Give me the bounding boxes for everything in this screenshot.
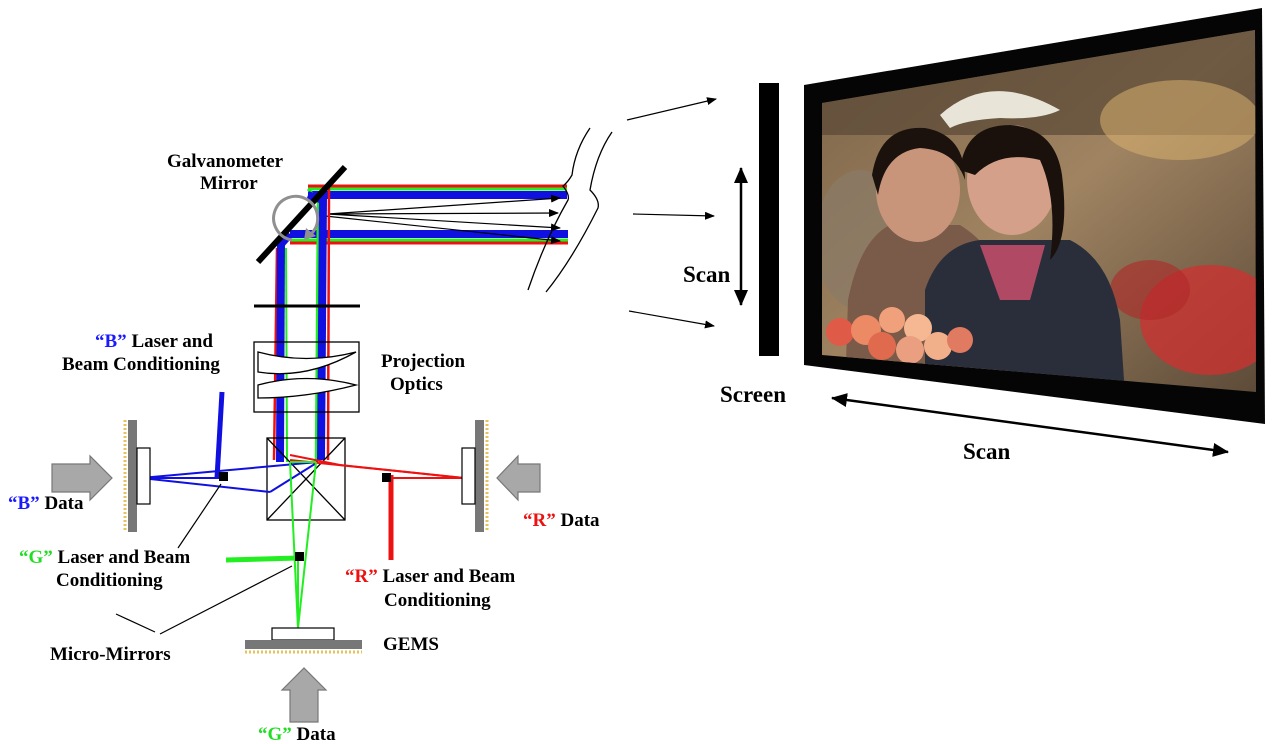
combiner-cube [267,438,345,520]
b-laser-beam [217,392,222,478]
b-data-label: “B” Data [8,493,84,514]
beam-vertical-left [274,240,287,462]
projection-screen [804,8,1272,424]
r-data-label: “R” Data [523,510,600,531]
gems-label: GEMS [383,634,439,655]
projection-optics-label-line1: Projection [381,351,465,372]
g-gems-device [245,628,362,652]
beam-break-marks [528,128,612,292]
beam-bundle-upper [308,186,567,195]
galvanometer-label-line2: Mirror [200,173,258,194]
data-arrow-icon [497,456,540,500]
g-laser-beam [226,558,298,560]
g-beam-fan [290,462,316,628]
beam-vertical-right [316,188,329,462]
screen-side-bar [759,83,779,356]
b-laser-label-line2: Beam Conditioning [62,354,220,375]
r-laser-label-line2: Conditioning [384,590,491,611]
screen-ray-top [627,99,716,120]
r-gems-device [462,420,487,532]
b-laser-label-line1: “B” Laser and [95,331,213,352]
screen-ray-mid [633,214,714,216]
g-micro-mirror [295,552,304,561]
screen-ray-bottom [629,311,714,326]
g-laser-label-line2: Conditioning [56,570,163,591]
projection-optics [254,342,359,412]
g-data-label: “G” Data [258,724,336,744]
projection-optics-label-line2: Optics [390,374,443,395]
r-micro-mirror [382,473,391,482]
b-micro-mirror [219,472,228,481]
g-laser-label-line1: “G” Laser and Beam [19,547,190,568]
micro-mirrors-label: Micro-Mirrors [50,644,171,665]
r-laser-label-line1: “R” Laser and Beam [345,566,515,587]
b-gems-device [125,420,150,532]
scan-vertical-label: Scan [683,262,731,287]
data-arrow-icon [282,668,326,722]
screen-label: Screen [720,382,786,407]
galvanometer-label-line1: Galvanometer [167,151,284,172]
beam-bundle-lower [290,234,568,243]
scan-horizontal-label: Scan [963,439,1011,464]
